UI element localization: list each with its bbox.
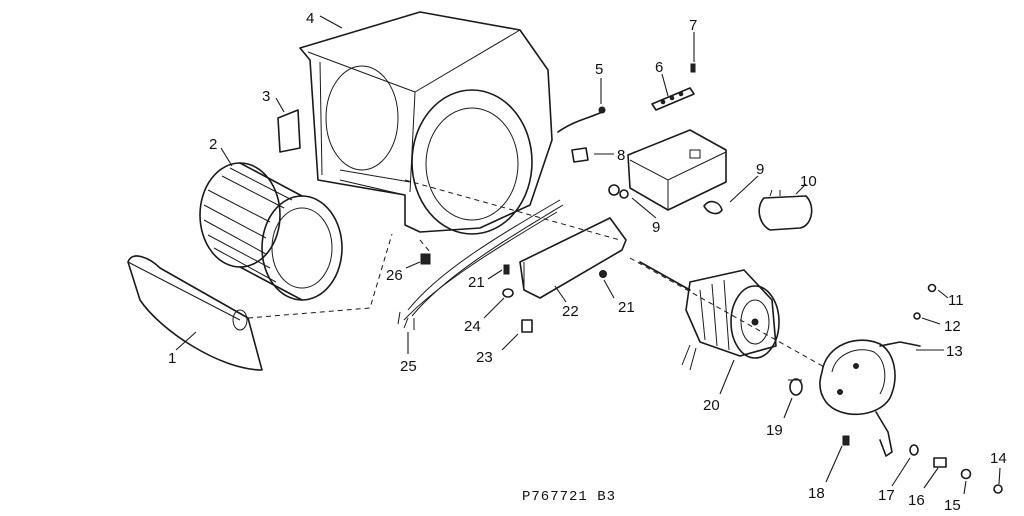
spacer-19 — [788, 378, 803, 396]
grommet-left — [608, 184, 629, 199]
assembly-lines — [247, 179, 827, 369]
figure-id: P767721 B3 — [522, 489, 616, 505]
callout-23: 23 — [476, 349, 493, 366]
bolt-11 — [927, 283, 937, 293]
callout-16: 16 — [908, 492, 925, 509]
callout-21a: 21 — [468, 274, 485, 291]
screw-18 — [842, 435, 850, 446]
nut-15 — [960, 468, 972, 480]
callout-4: 4 — [306, 10, 314, 27]
terminal-screw — [690, 63, 696, 73]
wire-clip — [557, 106, 606, 133]
callout-8: 8 — [617, 147, 625, 164]
callout-6: 6 — [655, 59, 663, 76]
callout-9b: 9 — [756, 161, 764, 178]
leader-lines — [175, 15, 1001, 495]
callout-22: 22 — [562, 303, 579, 320]
callout-24: 24 — [464, 318, 481, 335]
callout-10: 10 — [800, 173, 817, 190]
callout-25: 25 — [400, 358, 417, 375]
blower-wheel — [199, 162, 343, 301]
callout-11: 11 — [948, 292, 964, 309]
terminal-strip — [651, 87, 695, 111]
bolt-14 — [993, 484, 1003, 494]
control-box — [627, 129, 727, 211]
capacitor — [758, 189, 813, 231]
screw-21-left — [503, 264, 510, 275]
callout-7: 7 — [689, 17, 697, 34]
callout-1: 1 — [168, 350, 176, 367]
callout-21b: 21 — [618, 299, 635, 316]
motor-mount-ring — [819, 339, 921, 457]
housing-bolt — [420, 253, 431, 265]
nut-23 — [521, 319, 533, 333]
washer-12 — [913, 312, 921, 320]
callout-5: 5 — [595, 61, 603, 78]
wire-harness — [397, 199, 564, 330]
washer-17 — [909, 444, 919, 456]
motor-mount-bracket — [519, 217, 627, 299]
housing-bracket — [277, 109, 301, 153]
wire-connector — [571, 147, 589, 163]
blower-housing — [299, 11, 553, 235]
callout-13: 13 — [946, 343, 963, 360]
callout-17: 17 — [878, 487, 895, 504]
callout-14: 14 — [990, 450, 1007, 467]
grommet-16 — [933, 457, 947, 468]
callout-labels: 1 2 3 4 5 6 7 8 9 9 10 11 12 13 14 15 16… — [168, 10, 1007, 514]
callout-18: 18 — [808, 485, 825, 502]
callout-20: 20 — [703, 397, 720, 414]
grommet-right — [703, 200, 723, 215]
callout-2: 2 — [209, 136, 217, 153]
callout-26: 26 — [386, 267, 403, 284]
callout-12: 12 — [944, 318, 961, 335]
blower-motor — [639, 261, 780, 371]
washer-24 — [502, 288, 514, 298]
callout-9a: 9 — [652, 219, 660, 236]
callout-19: 19 — [766, 422, 783, 439]
callout-3: 3 — [262, 88, 270, 105]
cutoff-plate — [127, 255, 263, 371]
callout-15: 15 — [944, 497, 961, 514]
